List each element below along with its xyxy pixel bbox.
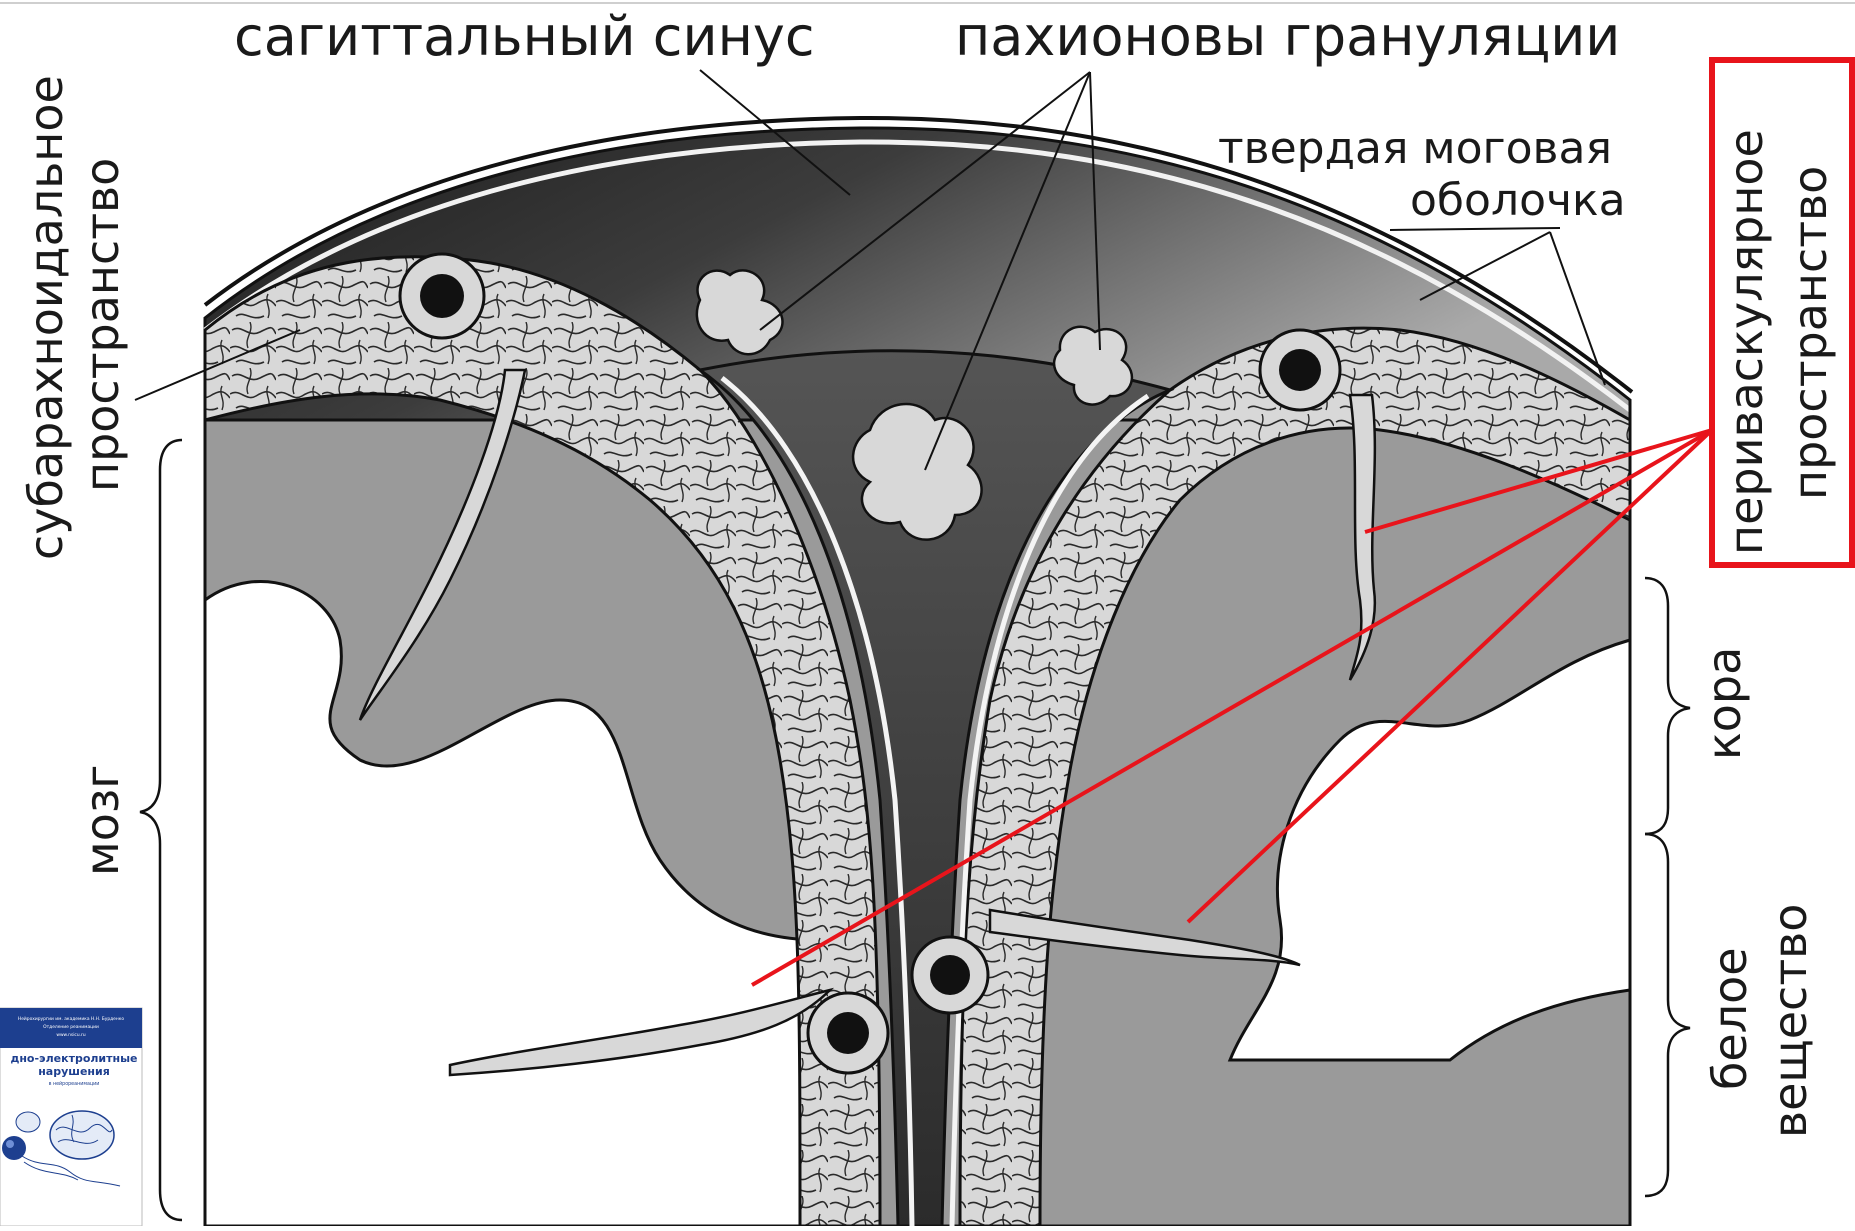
vessel-lower-center [912, 937, 988, 1013]
book-header: Нейрохирургии им. академика Н.Н. Бурденк… [18, 1015, 124, 1022]
book-header-3: www.nsicu.ru [56, 1032, 85, 1038]
brain-bracket [140, 440, 182, 1220]
vessel-lower-left [808, 993, 888, 1073]
label-white-matter-line2: вещество [1763, 904, 1817, 1138]
label-subarachnoid-line2: пространство [75, 158, 129, 492]
vessel-upper-right [1260, 330, 1340, 410]
book-header-2: Отделение реанимации [43, 1024, 99, 1030]
book-subtitle: в нейрореанимации [49, 1080, 100, 1087]
label-pacchionian-granulations: пахионовы грануляции [955, 5, 1620, 68]
label-white-matter-line1: белое [1703, 947, 1757, 1090]
label-subarachnoid-line1: субарахноидальное [19, 75, 73, 560]
label-sagittal-sinus: сагиттальный синус [234, 5, 815, 68]
label-perivascular-line2: пространство [1783, 166, 1837, 500]
label-dura-line1: твердая моговая [1218, 123, 1612, 174]
label-dura-line2: оболочка [1410, 175, 1626, 226]
cross-section-drawing [205, 118, 1632, 1226]
label-perivascular-line1: периваскулярное [1719, 129, 1773, 555]
cortex-bracket [1645, 578, 1690, 834]
book-title-line2: нарушения [38, 1065, 110, 1078]
label-cortex: кора [1697, 647, 1751, 760]
book-thumbnail[interactable]: Нейрохирургии им. академика Н.Н. Бурденк… [0, 1008, 142, 1226]
label-brain: мозг [75, 765, 129, 876]
book-title-line1: дно-электролитные [10, 1052, 137, 1065]
white-matter-bracket [1645, 834, 1690, 1196]
vessel-upper-left [400, 254, 484, 338]
